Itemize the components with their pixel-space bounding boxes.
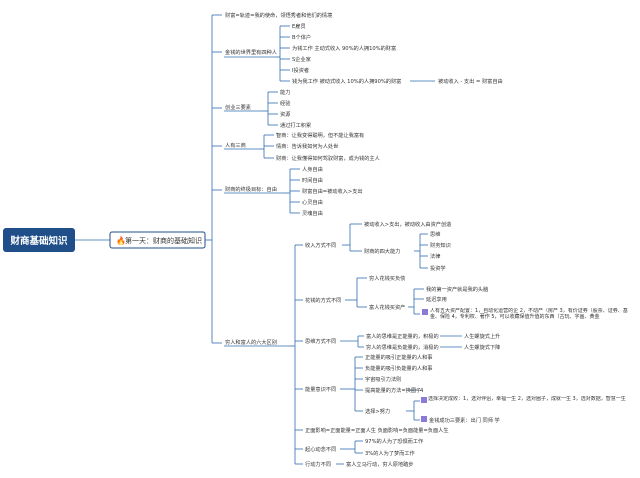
node-n6b-1[interactable]: 穷人花钱买负债	[369, 274, 405, 282]
node-n6c-2[interactable]: 穷人的思维是负能量的，消极的	[366, 343, 439, 351]
node-n5-1[interactable]: 人身自由	[302, 165, 323, 173]
node-n6d-3[interactable]: 宇宙吸引力法则	[365, 375, 401, 383]
node-n6c-1[interactable]: 富人的思维是正能量的，积极的	[366, 332, 439, 340]
node-n6d-5-1-wrap: 选择决定成败：1，选对伴侣，幸福一生 2，选对圈子，成就一生 3，选对数据，智慧…	[428, 396, 626, 402]
node-n3[interactable]: 创业三要素	[225, 103, 251, 111]
node-n6c-1-1[interactable]: 人生螺旋式上升	[464, 332, 500, 340]
note-badge-icon	[421, 397, 427, 403]
node-n6a-2-1[interactable]: 思维	[430, 230, 440, 238]
connector-lines	[75, 14, 462, 465]
note-badge-icon	[421, 416, 427, 422]
node-n6a-2-3[interactable]: 法律	[430, 252, 440, 260]
fire-icon: 🔥	[116, 236, 126, 246]
node-n6b[interactable]: 花钱的方式不同	[305, 296, 341, 304]
node-n2-6[interactable]: 钱为我工作 被动式收入 10%的人拥90%的财富	[292, 77, 401, 85]
node-n6a-1[interactable]: 被动收入>支出，被动收入由资产创造	[364, 220, 452, 228]
node-n6g[interactable]: 行动力不同	[305, 460, 331, 468]
node-n3-4[interactable]: 通过打工积累	[280, 121, 311, 129]
node-n2-4[interactable]: S企业家	[292, 55, 311, 63]
node-n6a[interactable]: 收入方式不同	[305, 241, 336, 249]
node-n2[interactable]: 金钱的世界里有四种人	[225, 48, 277, 56]
day1-label: 第一天：财商的基础知识	[125, 236, 202, 245]
node-n6d-5-2[interactable]: 金钱成功三要素：出门 同师 学	[429, 416, 500, 424]
node-n5-3[interactable]: 财富自由=被动收入>支出	[302, 187, 363, 195]
root-label: 财商基础知识	[9, 235, 68, 247]
note-badge-icon	[422, 309, 428, 315]
root-node[interactable]: 财商基础知识	[3, 228, 75, 252]
node-n3-2[interactable]: 经验	[280, 99, 291, 107]
node-n6b-2-3-wrap: 人有五大资产配置：1，自动化运营的企 2，不动产（房产 3，有价证券（股票、证券…	[430, 308, 628, 321]
node-n2-3[interactable]: 为钱工作 主动式收入 90%的人拥10%的财富	[292, 44, 396, 52]
node-n2-6-1[interactable]: 被动收入 - 支出 = 财富自由	[438, 77, 503, 85]
node-n3-1[interactable]: 能力	[280, 88, 290, 96]
node-n6d-5-1[interactable]: 选择决定成败：1，选对伴侣，幸福一生 2，选对圈子，成就一生 3，选对数据，智慧…	[428, 396, 626, 402]
node-n6c[interactable]: 思维方式不同	[305, 337, 336, 345]
node-n6d-5[interactable]: 选择>努力	[365, 407, 390, 415]
node-n2-2[interactable]: B个体户	[292, 33, 311, 41]
node-n6b-2-2[interactable]: 延迟享用	[426, 295, 447, 303]
node-n6b-2[interactable]: 富人花钱买资产	[369, 303, 405, 311]
node-n6e[interactable]: 正面影响=正面能量=正面人生 负面影响=负面能量=负面人生	[305, 426, 449, 434]
node-n6d[interactable]: 能量意识不同	[305, 385, 336, 393]
node-n6d-2[interactable]: 负能量的吸引负能量的人和事	[365, 364, 432, 372]
node-n6f-2[interactable]: 3%的人为了梦而工作	[365, 449, 415, 457]
node-n2-5[interactable]: I投资者	[292, 66, 309, 74]
node-n6a-2-4[interactable]: 投资学	[430, 264, 446, 272]
node-n6g-1[interactable]: 富人立马行动，穷人原地踏步	[346, 460, 413, 468]
node-n6a-2[interactable]: 财商的四大能力	[364, 247, 400, 255]
node-n5[interactable]: 财商的终极目标：自由	[225, 185, 277, 193]
node-n6b-2-3[interactable]: 人有五大资产配置：1，自动化运营的企 2，不动产（房产 3，有价证券（股票、证券…	[430, 308, 628, 321]
node-labels: 财富=轨迹=我的使命，领悟秀者和他们的情境 金钱的世界里有四种人 E雇员 B个体…	[225, 11, 628, 468]
node-n6c-2-1[interactable]: 人生螺旋式下降	[464, 343, 500, 351]
node-n6f[interactable]: 起心动念不同	[305, 445, 336, 453]
node-n4-3[interactable]: 财商：让我懂得如何驾驭财富，成为钱的主人	[276, 154, 380, 162]
node-n5-2[interactable]: 时间自由	[302, 176, 323, 184]
node-n6a-2-2[interactable]: 财务知识	[430, 241, 451, 249]
node-n1[interactable]: 财富=轨迹=我的使命，领悟秀者和他们的情境	[225, 11, 332, 19]
node-n2-1[interactable]: E雇员	[292, 22, 306, 30]
node-n6[interactable]: 穷人和富人的六大区别	[225, 338, 277, 346]
node-n5-5[interactable]: 灵魂自由	[302, 209, 323, 217]
day1-node[interactable]: 🔥 第一天：财商的基础知识	[109, 231, 206, 249]
node-n6d-1[interactable]: 正能量的吸引正能量的人和事	[365, 353, 432, 361]
node-n3-3[interactable]: 资源	[280, 110, 291, 118]
node-n6d-4[interactable]: 提高能量的方法=换圈子	[365, 386, 421, 394]
node-n5-4[interactable]: 心灵自由	[302, 198, 323, 206]
node-n6d-4-1[interactable]: 4	[420, 388, 424, 394]
node-n4[interactable]: 人有三商	[225, 141, 246, 149]
node-n6b-2-1[interactable]: 我的第一资产就是我的头脑	[426, 285, 488, 293]
node-n4-2[interactable]: 情商：告诉我如何为人处世	[276, 142, 338, 150]
node-n6f-1[interactable]: 97%的人为了恐惧而工作	[365, 437, 423, 445]
node-n4-1[interactable]: 智商：让我变得聪明，但不能让我富有	[276, 131, 364, 139]
